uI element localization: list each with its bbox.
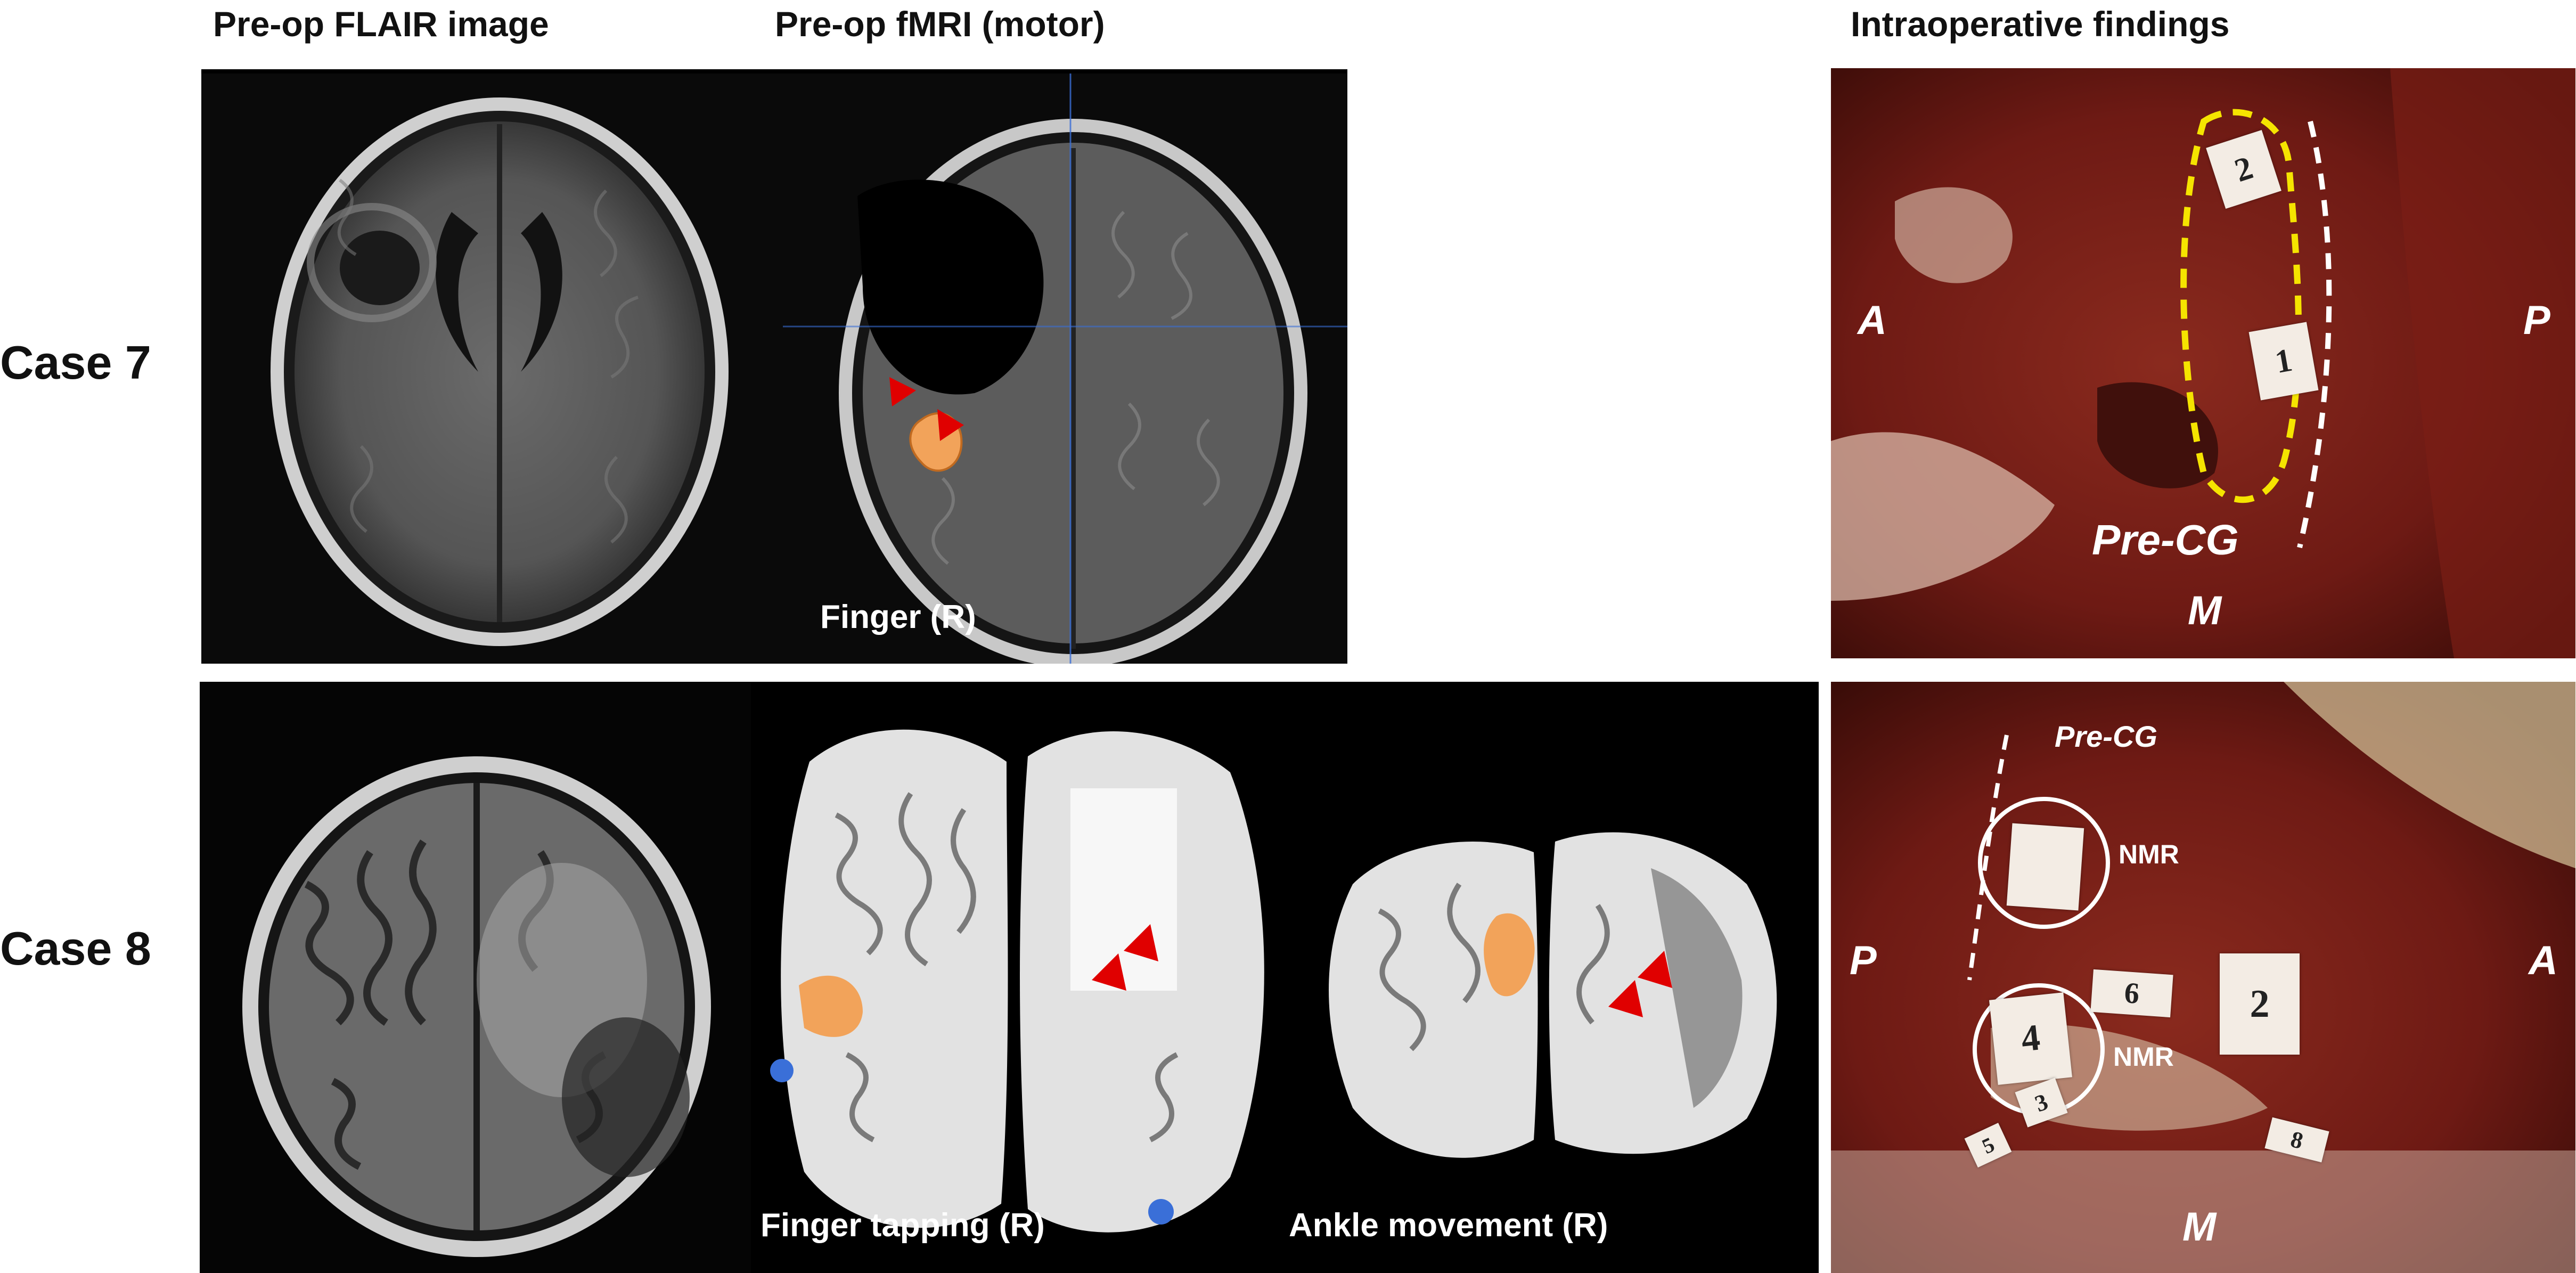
case-8-label-nmr-2: NMR [2113,1042,2174,1072]
case-8-label-nmr-1: NMR [2119,839,2179,869]
case-7-arrowhead-1 [889,377,916,406]
case-8-label-precg: Pre-CG [2055,720,2157,753]
case-8-fmri-finger-image: Finger tapping (R) [751,682,1289,1273]
case-8-label-medial: M [2182,1204,2217,1250]
case-8-fmri-ankle-label: Ankle movement (R) [1289,1207,1608,1244]
case-7-marker-1: 1 [2248,322,2319,401]
case-8-fmri-ankle-image: Ankle movement (R) [1289,682,1819,1273]
case-7-label-anterior: A [1858,298,1887,343]
case-7-label-posterior: P [2523,298,2550,343]
case-7-flair-image [201,69,783,664]
case-7-label: Case 7 [0,336,151,389]
case-7-fmri-image: Finger (R) [783,69,1347,664]
case-8-marker-blank [2006,823,2084,911]
case-7-label-medial: M [2188,588,2222,633]
case-8-marker-4: 4 [1989,992,2072,1085]
case-8-label-anterior: A [2529,938,2558,983]
case-7-fmri-label: Finger (R) [820,599,976,635]
header-intraop: Intraoperative findings [1851,4,2230,44]
case-8-marker-2: 2 [2220,953,2300,1055]
header-fmri: Pre-op fMRI (motor) [775,4,1105,44]
case-8-fmri-finger-label: Finger tapping (R) [760,1207,1045,1244]
case-7-intraop-image: 2 1 A P Pre-CG M [1831,68,2575,658]
finger-activation-blob [799,975,863,1037]
case-7-arrowhead-2 [937,409,964,441]
case-8-intraop-image: 4 6 2 3 8 5 Pre-CG NMR NMR P A M [1831,682,2575,1273]
header-flair: Pre-op FLAIR image [213,4,549,44]
case-8-flair-image [200,682,751,1273]
case-8-finger-arrowhead-2 [1124,924,1158,961]
case-8-finger-arrowhead-1 [1092,953,1126,991]
precg-outline [2180,109,2302,503]
case-8-label-posterior: P [1850,938,1877,983]
ankle-activation-blob [1484,913,1535,997]
case-8-ankle-arrowhead-2 [1638,951,1672,988]
case-8-ankle-arrowhead-1 [1608,980,1643,1017]
case-8-marker-6: 6 [2090,969,2173,1018]
case-7-label-precg: Pre-CG [2092,516,2239,564]
case-8-label: Case 8 [0,922,151,975]
